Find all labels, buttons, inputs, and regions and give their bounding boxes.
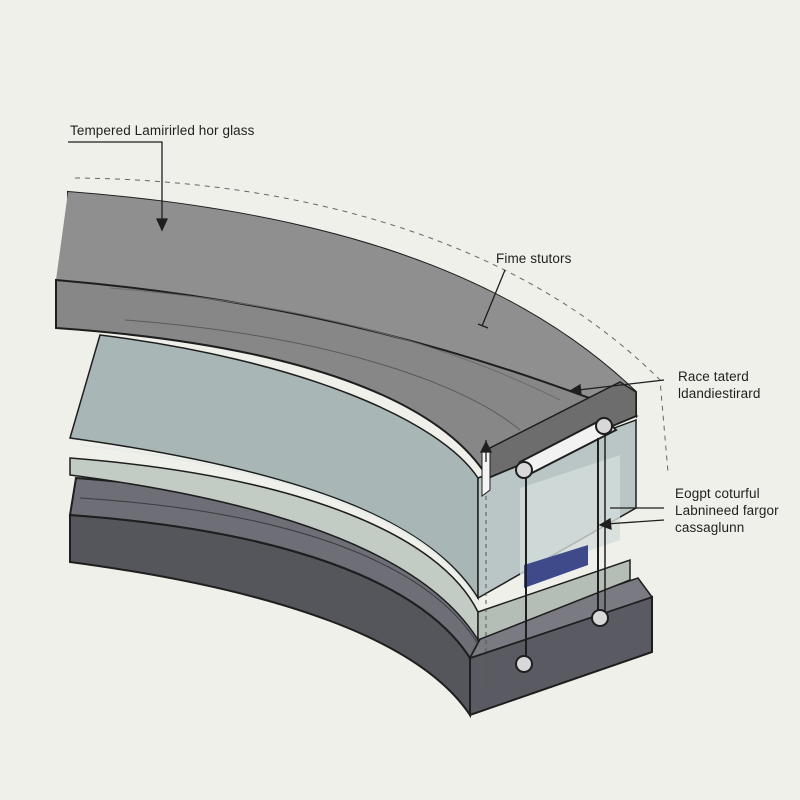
- label-race-tatered: Race taterd ldandiestirard: [678, 368, 760, 402]
- label-race-line2: ldandiestirard: [678, 386, 761, 401]
- label-fime-stutors: Fime stutors: [496, 251, 572, 266]
- blue-spacer: [524, 545, 588, 588]
- label-eogpt-line1: Eogpt coturful: [675, 486, 760, 501]
- leader-lines: [68, 141, 665, 530]
- dashed-arc-guide: [74, 177, 669, 473]
- base-layer: [68, 476, 654, 719]
- label-race-line1: Race taterd: [678, 369, 749, 384]
- label-eogpt-line2: Labnineed fargor: [675, 503, 779, 518]
- label-eogpt-line3: cassaglunn: [675, 520, 745, 535]
- label-tempered-glass: Tempered Lamirirled hor glass: [70, 123, 255, 138]
- top-slab: [55, 190, 639, 497]
- interlayer-sheet: [69, 457, 631, 643]
- label-eogpt: Eogpt coturful Labnineed fargor cassaglu…: [675, 485, 779, 536]
